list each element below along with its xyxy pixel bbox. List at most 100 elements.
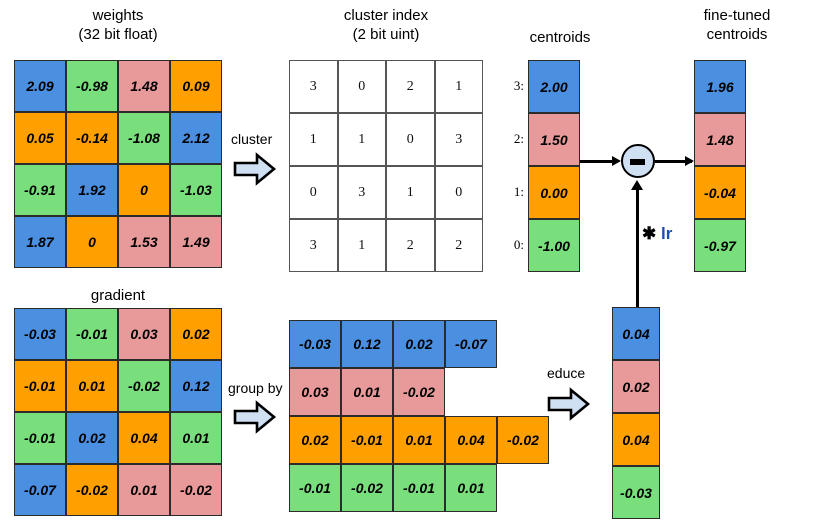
- grouped-cell: -0.02: [497, 416, 549, 464]
- grouped-cell: -0.01: [393, 464, 445, 512]
- cluster-index-cell: 1: [386, 166, 435, 219]
- gradient-cell: -0.01: [66, 308, 118, 360]
- weights-title: weights (32 bit float): [14, 6, 222, 44]
- weights-cell: 0: [66, 216, 118, 268]
- grouped-cell: -0.01: [289, 464, 341, 512]
- grouped-cell: 0.01: [445, 464, 497, 512]
- gradient-cell: 0.03: [118, 308, 170, 360]
- cluster-index-cell: 1: [337, 219, 386, 272]
- gradient-cell: -0.07: [14, 464, 66, 516]
- cluster-index-title-line1: cluster index: [343, 7, 429, 24]
- cluster-index-cell: 0: [337, 60, 386, 113]
- gradient-cell: 0.02: [170, 308, 222, 360]
- reduced-to-operator-arrowhead: [631, 180, 643, 190]
- multiply-icon: ✱: [642, 224, 657, 243]
- fine-tuned-centroid-cell: -0.04: [694, 166, 746, 219]
- grouped-cell: 0.12: [341, 320, 393, 368]
- gradient-cell: -0.03: [14, 308, 66, 360]
- weights-cell: -0.91: [14, 164, 66, 216]
- fine-tuned-title-line2: centroids: [706, 26, 768, 43]
- reduce-step-label: educe: [547, 365, 586, 381]
- centroids-title-text: centroids: [529, 29, 591, 46]
- grouped-cell: 0.04: [445, 416, 497, 464]
- cluster-index-cell: 3: [289, 60, 338, 113]
- cluster-index-cell: 3: [434, 113, 483, 166]
- learning-rate-label: ✱ lr: [642, 224, 672, 244]
- grouped-cell: 0.02: [289, 416, 341, 464]
- centroid-cell: 0.00: [528, 166, 580, 219]
- gradient-cell: 0.01: [170, 412, 222, 464]
- gradient-cell: -0.01: [14, 412, 66, 464]
- centroid-cell: 2.00: [528, 60, 580, 113]
- weights-cell: -1.03: [170, 164, 222, 216]
- centroid-index-label: 2:: [513, 131, 524, 146]
- gradient-cell: 0.01: [66, 360, 118, 412]
- grouped-cell: -0.03: [289, 320, 341, 368]
- gradient-cell: -0.02: [170, 464, 222, 516]
- cluster-index-cell: 2: [386, 60, 435, 113]
- gradient-cell: 0.04: [118, 412, 170, 464]
- cluster-index-cell: 0: [289, 166, 338, 219]
- grouped-cell: 0.01: [393, 416, 445, 464]
- grouped-cell: -0.02: [393, 368, 445, 416]
- gradient-title: gradient: [14, 286, 222, 305]
- reduced-cell: 0.04: [612, 413, 660, 466]
- grouped-cell: -0.01: [341, 416, 393, 464]
- centroid-index-label: 1:: [513, 184, 524, 199]
- centroid-index-label: 0:: [513, 237, 524, 252]
- weights-cell: 0.05: [14, 112, 66, 164]
- reduced-cell: 0.04: [612, 307, 660, 360]
- weights-cell: 2.12: [170, 112, 222, 164]
- minus-icon: [630, 159, 645, 165]
- centroids-to-operator-line: [580, 160, 616, 163]
- fine-tuned-centroid-cell: -0.97: [694, 219, 746, 272]
- cluster-index-cell: 2: [434, 219, 483, 272]
- operator-to-finetuned-line: [655, 160, 692, 163]
- centroids-to-operator-arrowhead: [612, 156, 621, 166]
- grouped-cell: -0.02: [341, 464, 393, 512]
- reduced-cell: -0.03: [612, 466, 660, 519]
- gradient-cell: 0.12: [170, 360, 222, 412]
- cluster-index-title: cluster index (2 bit uint): [289, 6, 483, 44]
- grouped-cell: -0.07: [445, 320, 497, 368]
- grouped-cell: 0.01: [341, 368, 393, 416]
- fine-tuned-centroid-cell: 1.48: [694, 113, 746, 166]
- weights-cell: -1.08: [118, 112, 170, 164]
- fine-tuned-centroids-title: fine-tuned centroids: [672, 6, 802, 44]
- weights-title-line1: weights: [92, 7, 144, 24]
- reduced-to-operator-line: [636, 190, 639, 320]
- weights-cell: -0.98: [66, 60, 118, 112]
- weights-cell: 1.87: [14, 216, 66, 268]
- reduce-arrow-icon: [547, 387, 591, 421]
- centroids-title: centroids: [505, 28, 615, 47]
- cluster-index-cell: 0: [434, 166, 483, 219]
- weights-cell: 0: [118, 164, 170, 216]
- gradient-cell: -0.02: [118, 360, 170, 412]
- subtract-operator-node: [621, 144, 655, 178]
- gradient-title-text: gradient: [90, 287, 146, 304]
- fine-tuned-centroid-cell: 1.96: [694, 60, 746, 113]
- weights-cell: 1.48: [118, 60, 170, 112]
- cluster-index-title-line2: (2 bit uint): [352, 26, 420, 43]
- operator-to-finetuned-arrowhead: [685, 156, 694, 166]
- cluster-index-cell: 3: [337, 166, 386, 219]
- group-by-step-label: group by: [228, 380, 283, 396]
